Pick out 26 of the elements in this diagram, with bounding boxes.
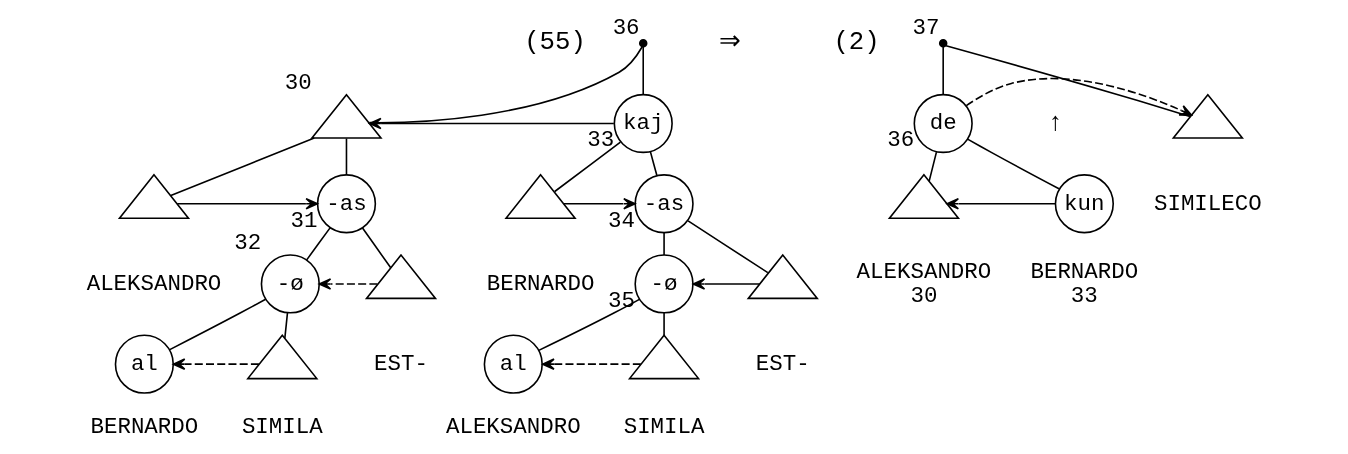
- node-label: 32: [233, 229, 261, 256]
- label: (55): [523, 28, 586, 58]
- node-label: SIMILA: [241, 414, 323, 441]
- node-label: BERNARDO: [1029, 258, 1138, 285]
- node-label: ALEKSANDRO: [86, 270, 221, 297]
- node-label: 30: [284, 69, 312, 96]
- node-label: 36: [886, 127, 914, 154]
- node-label: SIMILECO: [1153, 190, 1262, 217]
- label: ↑: [1047, 108, 1063, 138]
- node-label: 36: [612, 14, 640, 41]
- node-label: EST-: [755, 351, 810, 378]
- node-label: EST-: [373, 351, 428, 378]
- node-label: 34: [607, 207, 635, 234]
- label: ⇒: [718, 28, 741, 58]
- label: (2): [832, 28, 880, 58]
- node-label: ALEKSANDRO: [445, 414, 581, 441]
- node-label: SIMILA: [623, 414, 704, 441]
- node-label: BERNARDO: [486, 270, 594, 297]
- node-label: 37: [912, 14, 940, 41]
- node-label: 35: [607, 287, 635, 314]
- node-label: 31: [289, 207, 317, 234]
- node-label: 30: [909, 282, 937, 309]
- node-label: 33: [1070, 282, 1098, 309]
- node-label: BERNARDO: [90, 414, 198, 441]
- node-label: 33: [586, 127, 614, 154]
- node-label: ALEKSANDRO: [856, 258, 991, 285]
